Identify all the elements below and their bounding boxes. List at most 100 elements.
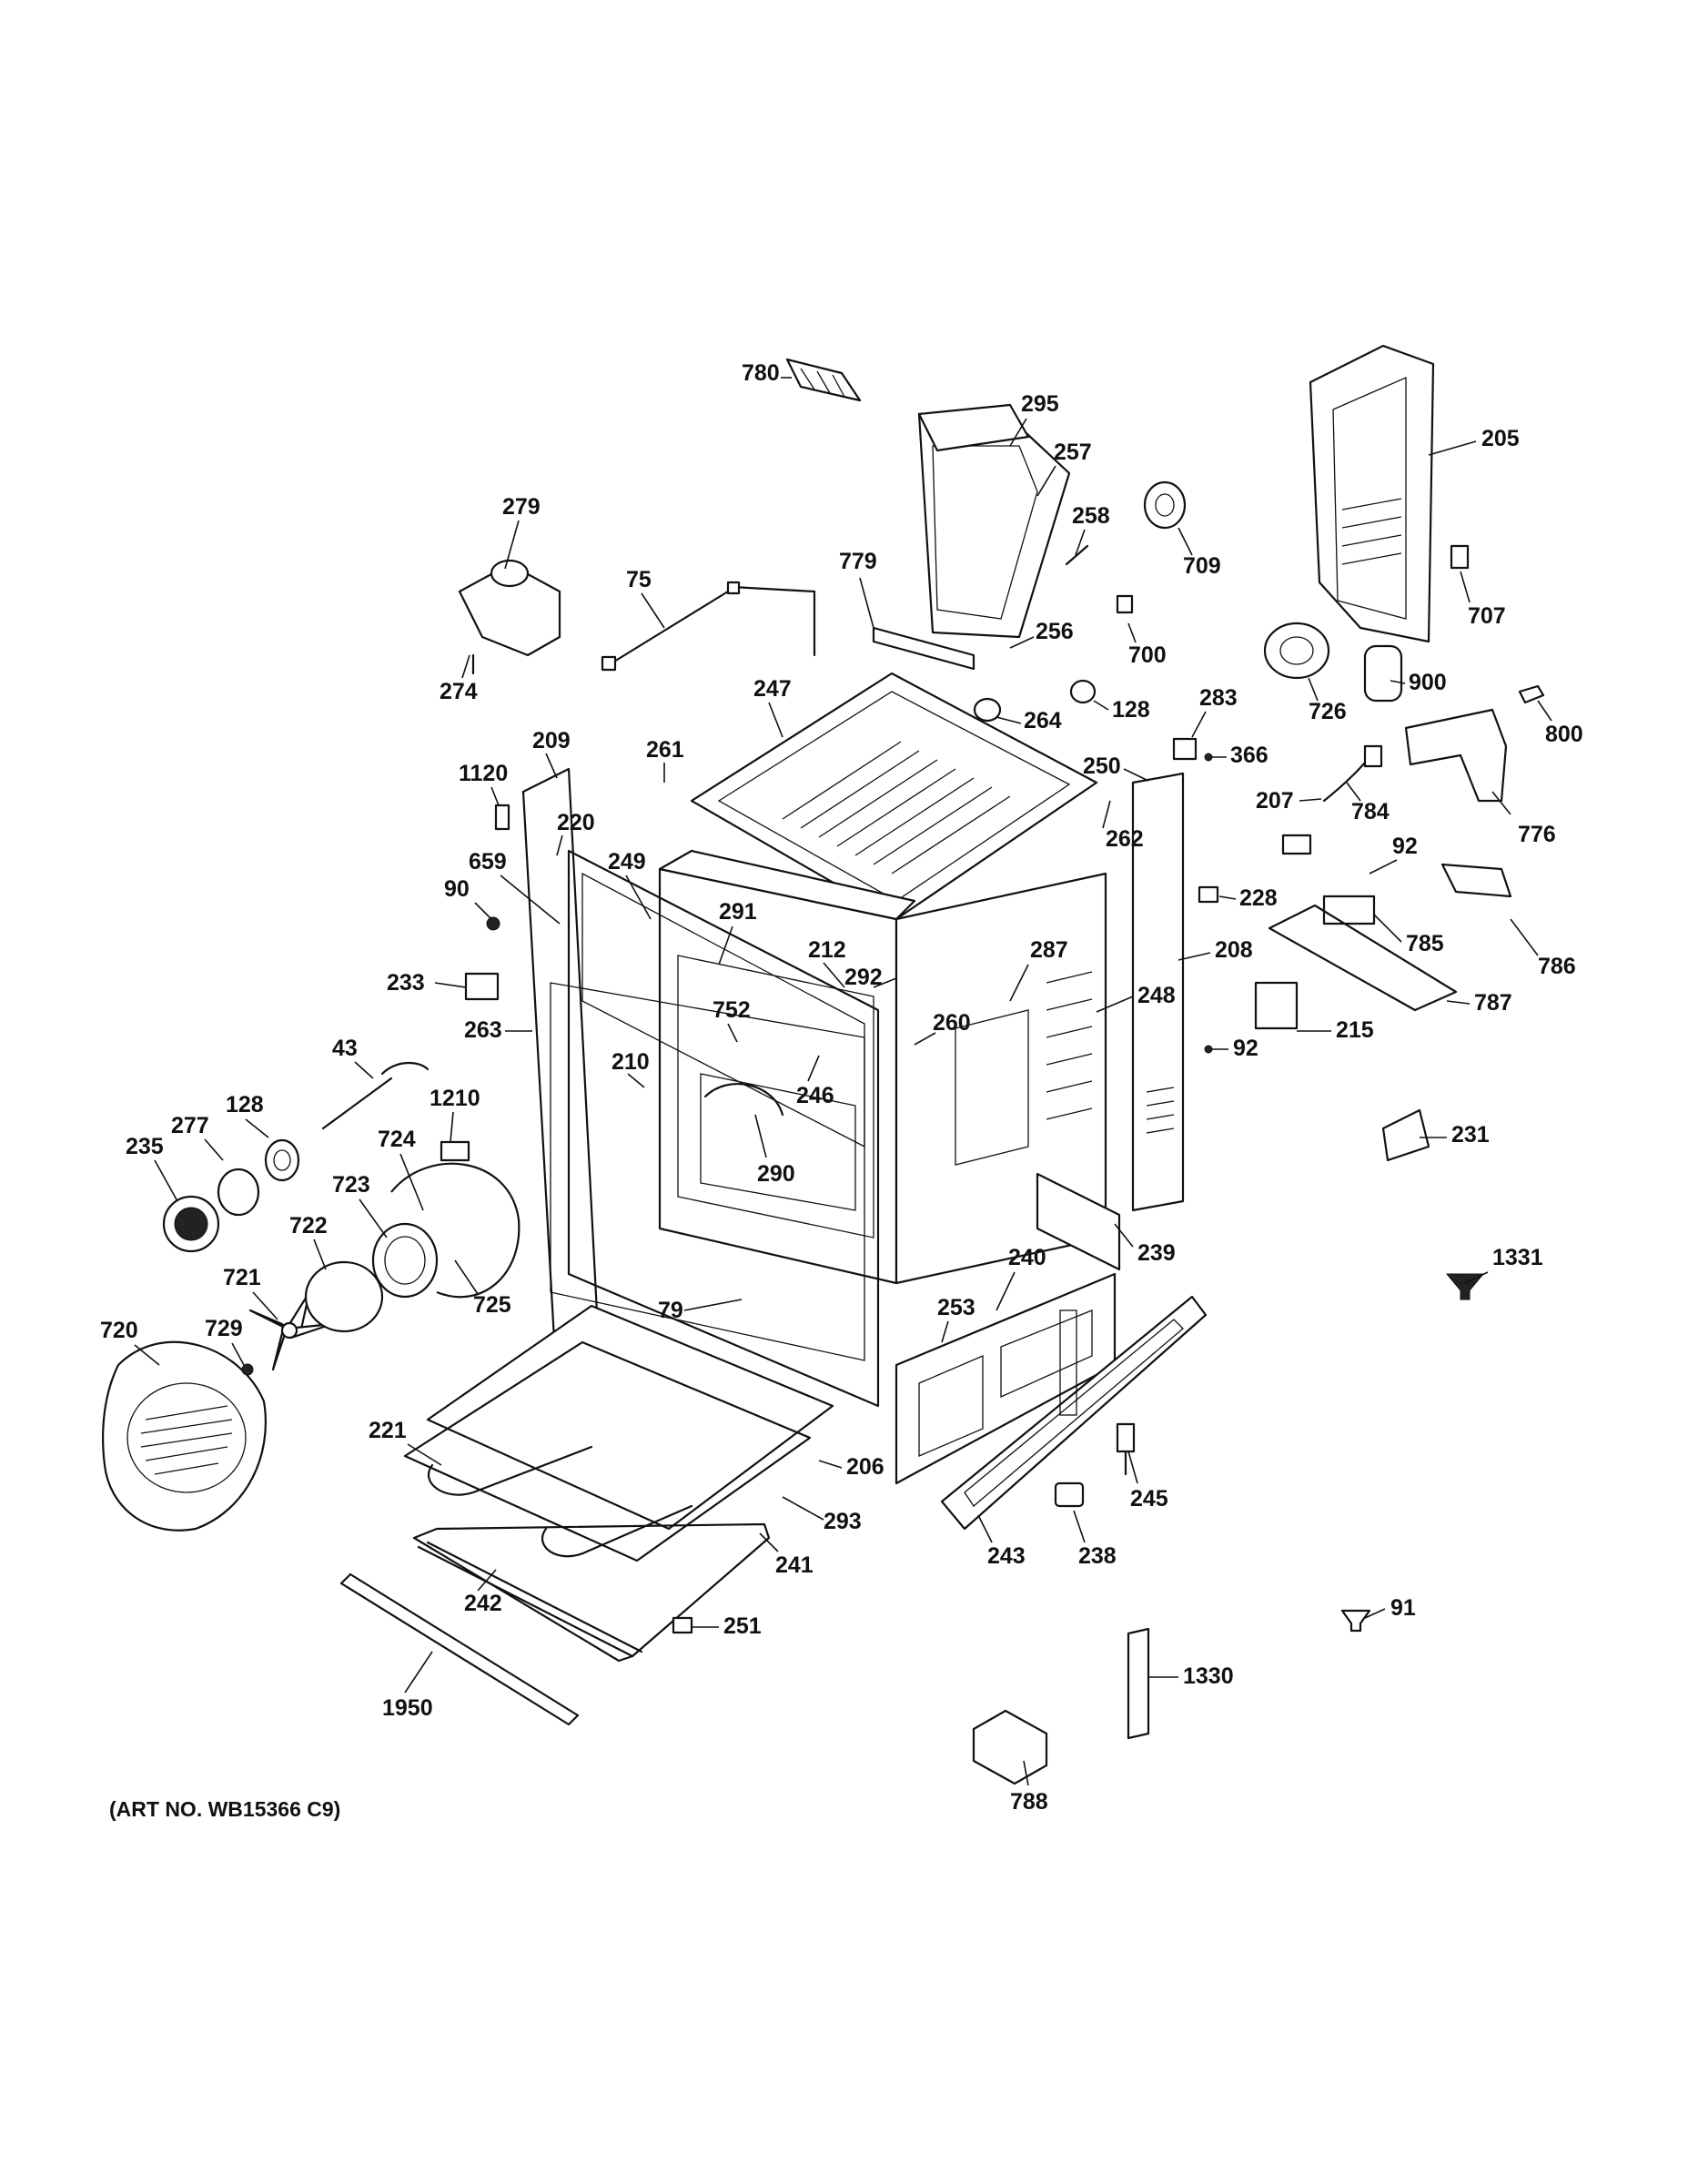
- leader-line-253: [941, 1320, 949, 1343]
- callout-label-283: 283: [1199, 685, 1238, 711]
- callout-label-264: 264: [1024, 708, 1062, 733]
- leader-line-1331: [1464, 1271, 1489, 1284]
- leader-line-235: [154, 1159, 178, 1202]
- callout-label-780: 780: [742, 360, 780, 386]
- callout-label-210: 210: [612, 1049, 650, 1075]
- leader-line-128: [1093, 700, 1109, 711]
- callout-label-206: 206: [846, 1454, 884, 1480]
- callout-label-291: 291: [719, 899, 757, 925]
- leader-line-212: [823, 962, 845, 988]
- oven-bottom-assembly: [339, 1304, 834, 1726]
- callout-label-800: 800: [1545, 722, 1583, 747]
- callout-label-261: 261: [646, 737, 684, 763]
- callout-label-722: 722: [289, 1213, 328, 1239]
- leader-line-290: [754, 1114, 767, 1158]
- callout-label-263: 263: [464, 1017, 502, 1043]
- leader-line-260: [914, 1032, 936, 1046]
- leader-line-242: [477, 1569, 497, 1592]
- callout-label-92: 92: [1233, 1036, 1258, 1061]
- electrical-components: [973, 344, 1545, 1054]
- leader-line-257: [1036, 465, 1056, 497]
- leader-line-128: [245, 1118, 269, 1138]
- leader-line-726: [1308, 677, 1319, 702]
- leader-line-784: [1346, 782, 1361, 802]
- leader-line-295: [1009, 418, 1027, 447]
- callout-label-776: 776: [1518, 822, 1556, 847]
- callout-label-90: 90: [444, 876, 470, 902]
- leader-line-279: [504, 520, 520, 570]
- callout-label-209: 209: [532, 728, 571, 753]
- leader-line-207: [1299, 798, 1322, 802]
- art-number: (ART NO. WB15366 C9): [109, 1797, 341, 1821]
- callout-label-239: 239: [1137, 1240, 1176, 1266]
- leader-line-722: [313, 1239, 327, 1270]
- callout-label-241: 241: [775, 1552, 814, 1578]
- leader-line-220: [556, 834, 563, 856]
- leader-line-210: [627, 1073, 645, 1088]
- callout-label-726: 726: [1309, 699, 1347, 724]
- callout-label-91: 91: [1390, 1595, 1416, 1621]
- leader-line-724: [399, 1153, 424, 1211]
- leader-line-228: [1218, 895, 1237, 900]
- callout-label-128: 128: [1112, 697, 1150, 723]
- leader-line-239: [1114, 1223, 1134, 1248]
- leader-line-1210: [450, 1111, 454, 1143]
- callout-label-260: 260: [933, 1010, 971, 1036]
- callout-label-1331: 1331: [1492, 1245, 1543, 1270]
- leader-line-262: [1102, 800, 1111, 829]
- convection-fan-assembly: [102, 559, 561, 1532]
- callout-label-249: 249: [608, 849, 646, 875]
- callout-label-242: 242: [464, 1591, 502, 1616]
- leader-line-1120: [490, 786, 500, 806]
- leader-line-209: [545, 753, 558, 779]
- callout-label-207: 207: [1256, 788, 1294, 814]
- callout-label-215: 215: [1336, 1017, 1374, 1043]
- leader-line-240: [996, 1271, 1016, 1311]
- leader-line-292: [873, 977, 897, 988]
- callout-label-256: 256: [1036, 619, 1074, 644]
- callout-label-784: 784: [1351, 799, 1390, 824]
- callout-label-221: 221: [369, 1418, 407, 1443]
- callout-label-231: 231: [1451, 1122, 1490, 1148]
- leader-line-725: [454, 1259, 479, 1295]
- callout-label-1210: 1210: [430, 1086, 480, 1111]
- leader-line-246: [807, 1055, 820, 1082]
- leader-line-700: [1127, 622, 1137, 643]
- callout-label-250: 250: [1083, 753, 1121, 779]
- callout-label-245: 245: [1130, 1486, 1168, 1512]
- callout-label-79: 79: [658, 1298, 683, 1323]
- leader-line-729: [231, 1342, 245, 1366]
- callout-label-243: 243: [987, 1543, 1026, 1569]
- callout-label-208: 208: [1215, 937, 1253, 963]
- leader-line-785: [1373, 914, 1402, 943]
- callout-label-295: 295: [1021, 391, 1059, 417]
- callout-label-700: 700: [1128, 642, 1167, 668]
- callout-label-720: 720: [100, 1318, 138, 1343]
- leader-line-90: [474, 902, 492, 920]
- callout-label-228: 228: [1239, 885, 1278, 911]
- callout-label-205: 205: [1481, 426, 1520, 451]
- leader-line-92: [1369, 859, 1398, 875]
- callout-label-786: 786: [1538, 954, 1576, 979]
- callout-label-43: 43: [332, 1036, 358, 1061]
- callout-label-724: 724: [378, 1127, 416, 1152]
- leader-line-720: [134, 1344, 160, 1366]
- leader-line-75: [641, 592, 665, 629]
- callout-label-721: 721: [223, 1265, 261, 1290]
- leader-line-721: [252, 1291, 278, 1320]
- callout-label-707: 707: [1468, 603, 1506, 629]
- leader-line-776: [1491, 791, 1511, 815]
- callout-label-220: 220: [557, 810, 595, 835]
- oven-cabinet: [521, 358, 1185, 1408]
- callout-label-277: 277: [171, 1113, 209, 1138]
- callout-label-251: 251: [723, 1613, 762, 1639]
- callout-label-779: 779: [839, 549, 877, 574]
- leader-line-709: [1178, 527, 1193, 556]
- leader-line-233: [434, 982, 467, 988]
- callout-label-75: 75: [626, 567, 652, 592]
- leader-line-277: [204, 1138, 224, 1161]
- callout-label-257: 257: [1054, 440, 1092, 465]
- callout-label-1120: 1120: [459, 761, 508, 786]
- callout-label-287: 287: [1030, 937, 1068, 963]
- leader-line-208: [1178, 952, 1211, 961]
